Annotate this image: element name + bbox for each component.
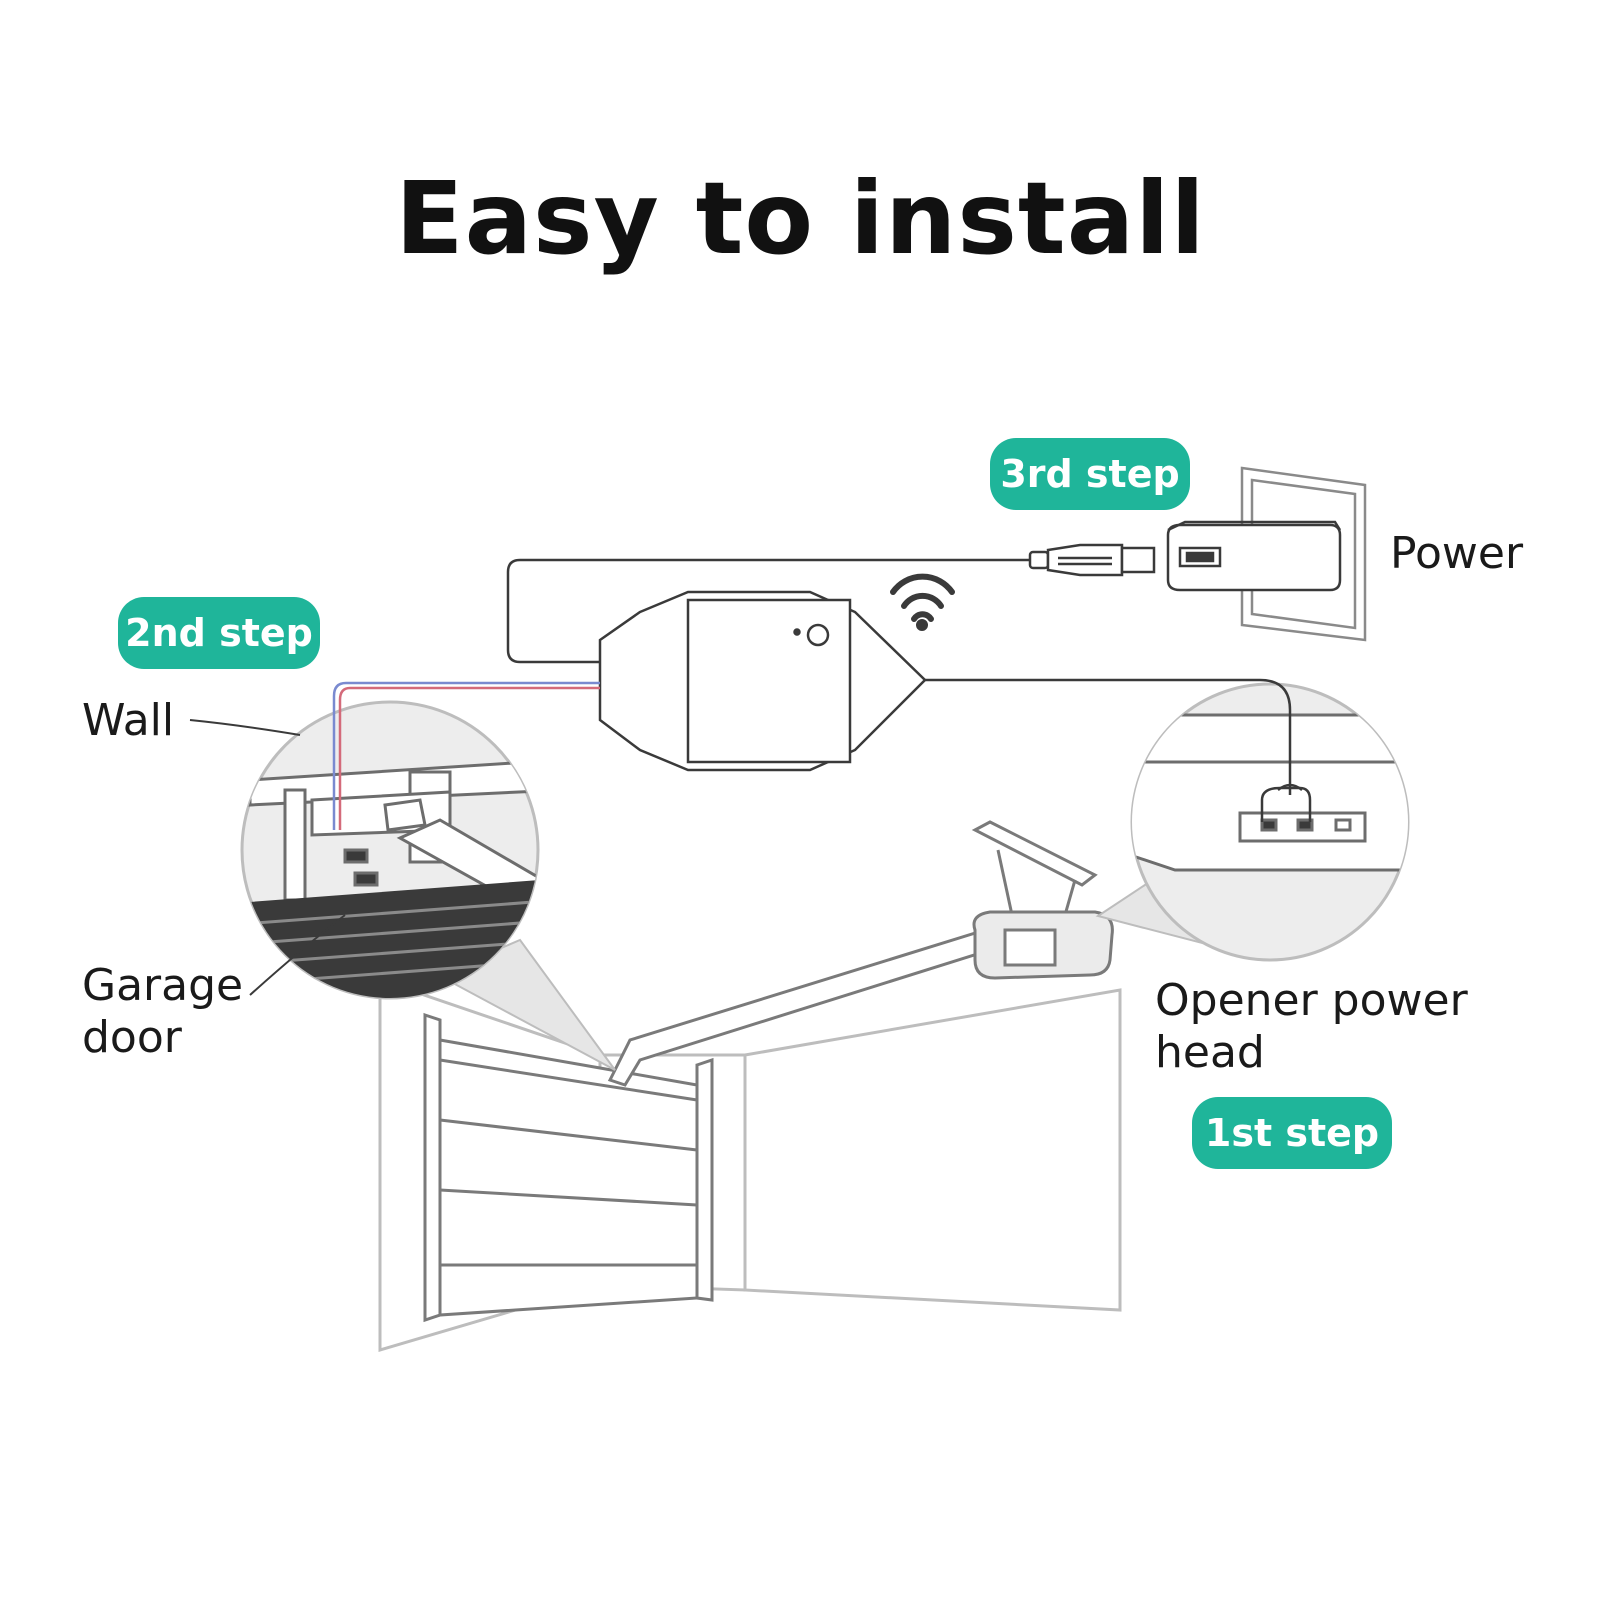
opener-power-head bbox=[972, 910, 1114, 980]
opener-power-head-label: Opener power head bbox=[1155, 975, 1468, 1079]
garage-door-label-line2: door bbox=[82, 1012, 182, 1063]
step-badge-1st: 1st step bbox=[1192, 1097, 1392, 1169]
right-zoom-circle bbox=[1130, 682, 1410, 962]
power-label: Power bbox=[1390, 528, 1524, 579]
wall-label: Wall bbox=[82, 695, 175, 746]
step-badge-2nd: 2nd step bbox=[118, 597, 320, 669]
step-badge-3rd: 3rd step bbox=[990, 438, 1190, 510]
cables bbox=[332, 558, 1312, 830]
controller-device-icon bbox=[598, 590, 927, 772]
power-adapter-icon bbox=[1166, 520, 1342, 592]
garage-door-label: Garage door bbox=[82, 960, 243, 1064]
label-pointers bbox=[189, 719, 346, 996]
garage-door-label-line1: Garage bbox=[82, 960, 244, 1011]
wifi-icon bbox=[890, 573, 955, 631]
usb-plug-icon bbox=[1028, 543, 1156, 577]
opener-label-line2: head bbox=[1155, 1027, 1265, 1078]
page-title: Easy to install bbox=[395, 160, 1206, 277]
opener-label-line1: Opener power bbox=[1155, 975, 1468, 1026]
ceiling-bracket bbox=[971, 820, 1098, 916]
garage-door bbox=[423, 1012, 714, 1323]
left-zoom-circle bbox=[240, 700, 540, 1000]
